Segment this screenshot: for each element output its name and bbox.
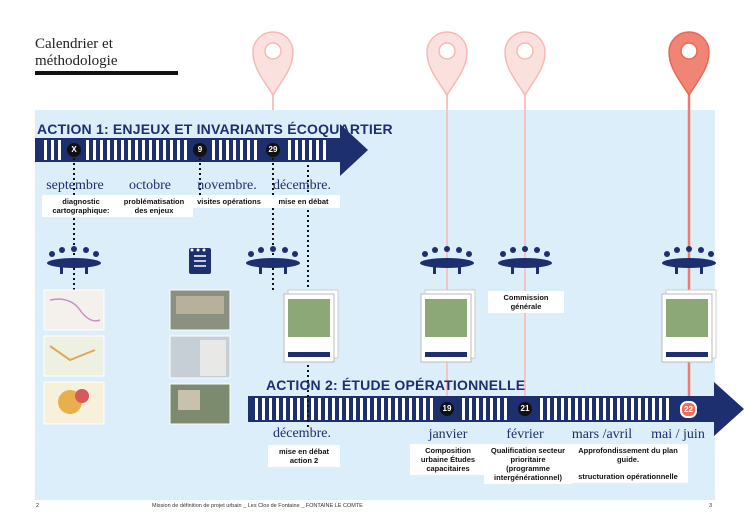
action2-timeline-arrow [248,382,744,436]
step-description: problématisation des enjeux [115,195,193,217]
footer-caption: Mission de définition de projet urbain _… [152,503,363,509]
month-label: février [506,427,544,442]
date-badge: X [67,143,81,157]
step-description: Composition urbaine Études capacitaires [410,444,486,475]
step-description: mise en débat [267,195,340,208]
map-thumbnails [43,289,105,425]
meeting-icon [246,246,300,274]
month-label: septembre [46,178,104,193]
page-number-right: 3 [709,503,713,509]
meeting-icon [498,246,552,274]
meeting-icon [662,246,716,274]
timeline-panel [35,110,715,500]
location-pin-icon [504,31,546,400]
commission-label: Commission générale [488,291,564,313]
step-description: Approfondissement du plan guide. [578,446,678,464]
date-badge: 9 [193,143,207,157]
month-label: décembre. [273,178,331,193]
title-underline [35,71,178,75]
date-badge: 29 [266,143,280,157]
step-description-group: Approfondissement du plan guide. structu… [568,444,688,483]
month-label: novembre. [197,178,257,193]
photo-thumbnails [169,289,231,425]
step-description: Qualification secteur prioritaire (progr… [484,444,572,484]
location-pin-icon [426,31,468,400]
meeting-icon [420,246,474,274]
report-document [420,289,476,363]
date-badge: 21 [518,402,532,416]
report-document [283,289,339,363]
month-label: mars /avril [571,427,633,442]
action1-label: ACTION 1: ENJEUX ET INVARIANTS ÉCOQUARTI… [37,121,393,137]
notebook-icon [189,248,211,274]
report-document [661,289,717,363]
step-description: diagnostic cartographique: [42,195,120,217]
month-label: mai / juin [651,427,705,442]
date-badge-highlight: 22 [680,401,697,418]
date-badge: 19 [440,402,454,416]
month-label: décembre. [273,426,331,441]
location-pin-icon [252,31,294,110]
step-description: visites opérations [188,195,270,208]
page-title: Calendrier et méthodologie [35,36,118,69]
month-label: octobre [129,178,171,193]
action2-label: ACTION 2: ÉTUDE OPÉRATIONNELLE [266,377,526,393]
meeting-icon [47,246,101,274]
action1-timeline-arrow [35,124,368,176]
page-number-left: 2 [36,503,40,509]
step-description: mise en débat action 2 [268,445,340,467]
step-description: structuration opérationnelle [578,472,678,481]
month-label: janvier [428,427,468,442]
